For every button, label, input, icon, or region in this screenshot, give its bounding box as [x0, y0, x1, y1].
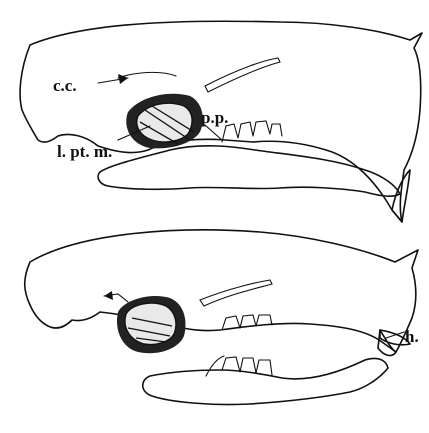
label-pp: p.p. [201, 108, 228, 127]
skull-bottom-panel: h. [25, 230, 419, 405]
skull-top-mandible [98, 146, 400, 196]
skull-top-panel: c.c. l. pt. m. p.p. [20, 21, 422, 222]
skull-bottom-condyle [206, 356, 224, 376]
skull-top-molar-row [222, 121, 282, 142]
label-cc: c.c. [53, 76, 77, 95]
skull-bottom-bracket-arrowhead [104, 291, 113, 300]
skull-bottom-zygomatic-arch [200, 280, 272, 306]
label-h: h. [405, 327, 419, 346]
skull-top-orbit [118, 72, 176, 78]
skull-bottom-muscle [117, 296, 185, 353]
skull-top-zygomatic-arch [205, 58, 280, 92]
label-lptm: l. pt. m. [57, 142, 112, 161]
skull-top-pp-pointer [205, 125, 222, 140]
skull-bottom-cranium-outline [25, 230, 418, 352]
skull-bottom-upper-molar-row [222, 315, 272, 330]
skull-bottom-mandible [143, 358, 388, 404]
